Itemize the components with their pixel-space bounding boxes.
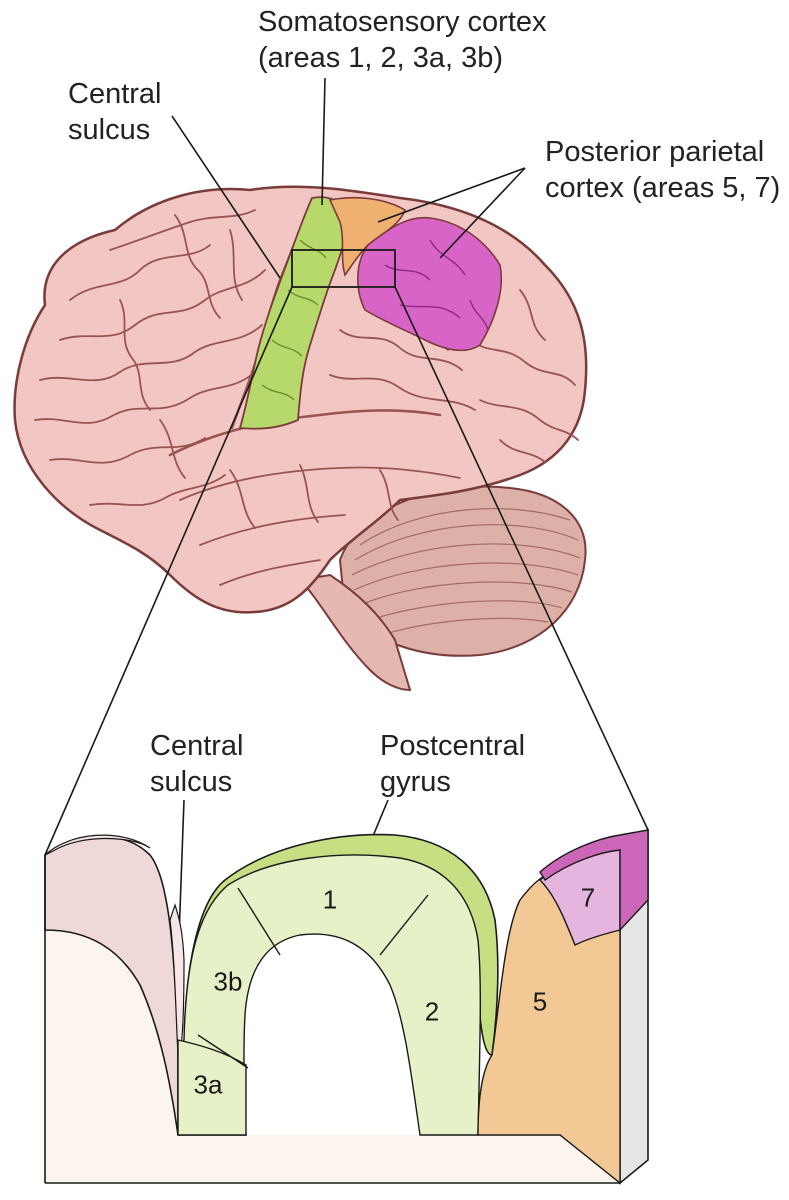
- somatosensory-label-line2: (areas 1, 2, 3a, 3b): [258, 42, 504, 74]
- brain-illustration: [13, 185, 588, 692]
- posterior-parietal-label-line1: Posterior parietal: [545, 136, 765, 168]
- area-1-label: 1: [322, 884, 338, 915]
- posterior-parietal-label-line2: cortex (areas 5, 7): [545, 172, 781, 204]
- area-2-label: 2: [424, 996, 440, 1027]
- postcentral-gyrus-label-line1: Postcentral: [380, 730, 526, 762]
- area-7-rim: [539, 829, 649, 932]
- somatosensory-label-line1: Somatosensory cortex: [258, 6, 547, 38]
- area-boundaries: [197, 887, 429, 1069]
- area-3b-label: 3b: [213, 966, 243, 997]
- postcentral-gyrus-label-line2: gyrus: [380, 766, 451, 798]
- area-7-label: 7: [580, 882, 596, 913]
- cortex-section: [44, 828, 649, 1185]
- central-sulcus-bottom-line2: sulcus: [150, 766, 233, 798]
- zoom-box: [291, 249, 396, 288]
- brainstem: [297, 573, 412, 692]
- somatosensory-folds: [261, 239, 327, 401]
- cerebellum-folia: [351, 507, 581, 635]
- central-sulcus-top-line1: Central: [68, 78, 162, 110]
- area-3a-region: [177, 1039, 247, 1136]
- area-3a-label: 3a: [193, 1069, 223, 1100]
- central-sulcus-bottom-line1: Central: [150, 730, 244, 762]
- central-sulcus-top-line2: sulcus: [68, 114, 151, 146]
- area7-folds: [384, 239, 489, 331]
- area-5-label: 5: [532, 986, 548, 1017]
